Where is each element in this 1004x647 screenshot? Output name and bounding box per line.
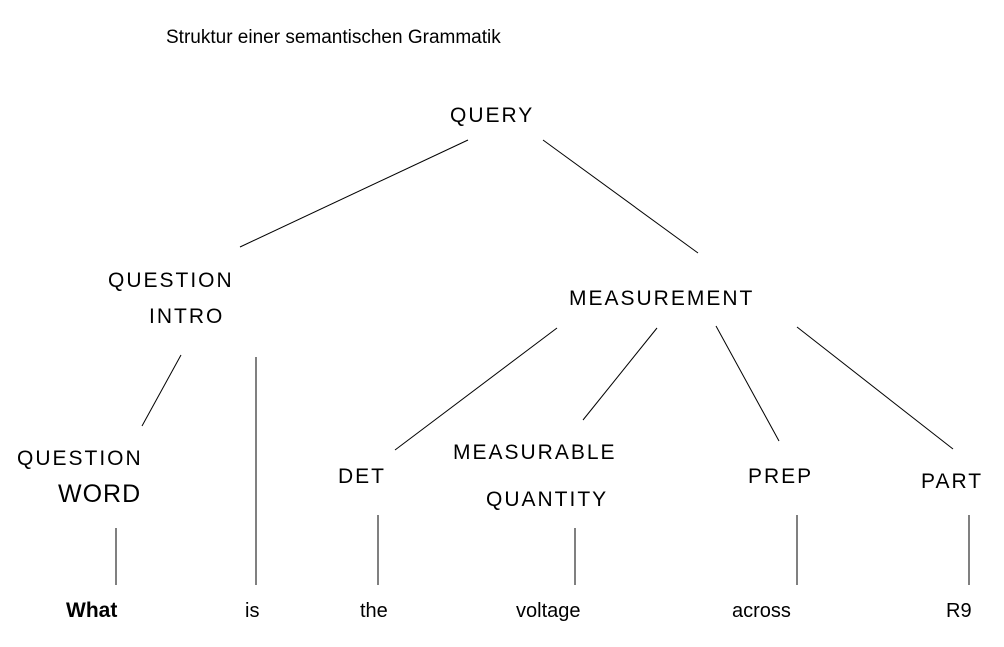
node-measurable-quantity-line1: MEASURABLE (453, 441, 617, 464)
word-across: across (732, 600, 791, 622)
edge-measurement-part (796, 326, 954, 450)
word-what: What (66, 599, 117, 622)
node-question-word-line1: QUESTION (17, 447, 143, 470)
node-measurable-quantity-line2: QUANTITY (486, 488, 608, 511)
node-det: DET (338, 465, 386, 488)
edge-measurement-prep (715, 325, 780, 442)
node-prep: PREP (748, 465, 813, 488)
tree-edges (115, 139, 970, 585)
word-r9: R9 (946, 600, 972, 622)
edge-query-question-intro (239, 139, 469, 248)
word-the: the (360, 600, 388, 622)
edge-intro-question-word (141, 354, 182, 427)
node-part: PART (921, 470, 983, 493)
edge-measurement-det (394, 327, 558, 451)
edge-query-measurement (542, 139, 699, 254)
node-query: QUERY (450, 104, 534, 127)
edge-measurement-quantity (582, 327, 658, 421)
word-is: is (245, 600, 259, 622)
word-voltage: voltage (516, 600, 581, 622)
diagram-title: Struktur einer semantischen Grammatik (166, 27, 501, 48)
node-measurement: MEASUREMENT (569, 287, 754, 310)
node-question-intro-line2: INTRO (149, 305, 224, 328)
node-question-intro-line1: QUESTION (108, 269, 234, 292)
node-question-word-line2: WORD (58, 480, 141, 508)
